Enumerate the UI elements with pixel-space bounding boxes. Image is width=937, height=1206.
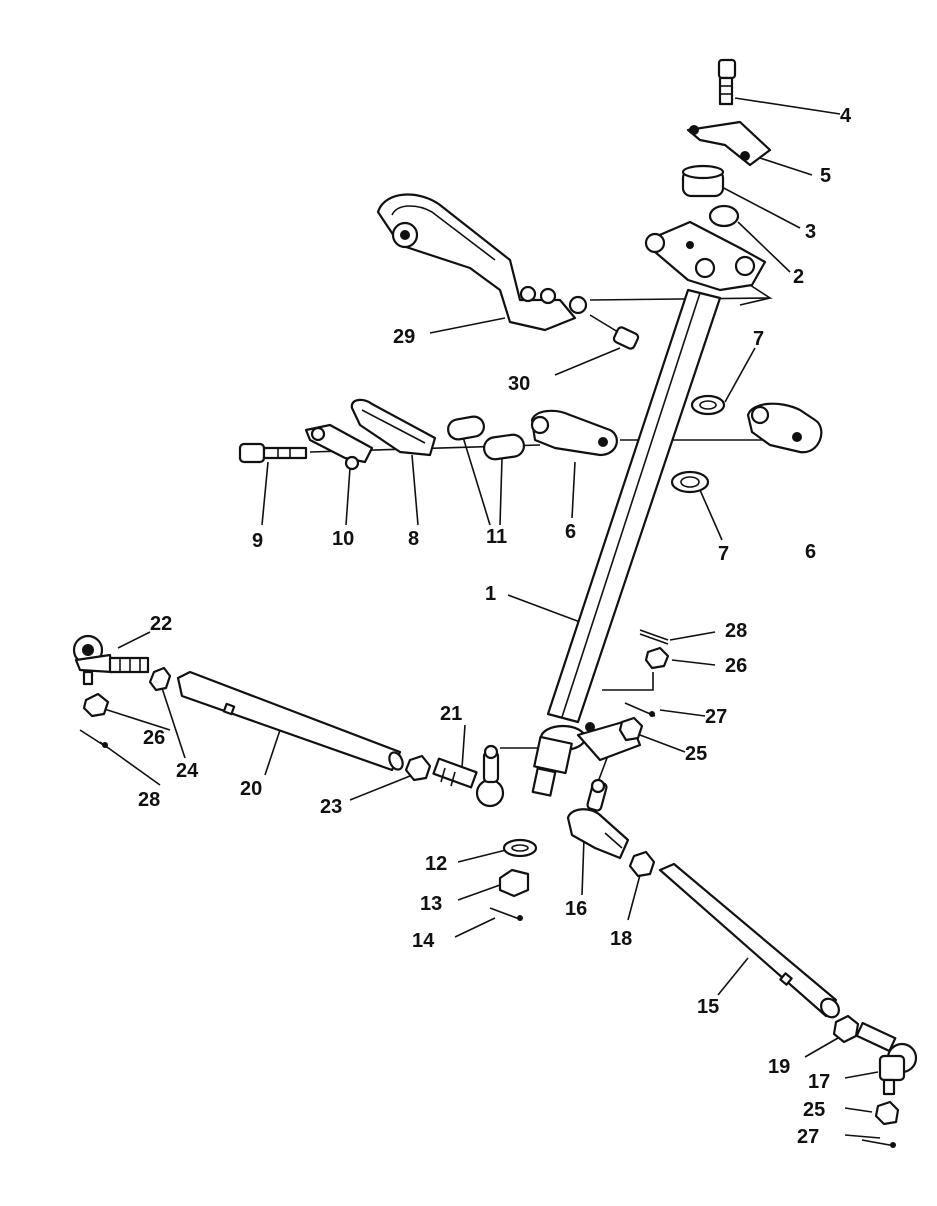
callout-10: 10 [332, 528, 354, 550]
callout-6-left: 6 [565, 521, 576, 543]
callout-28-right: 28 [725, 620, 747, 642]
top-bracket-assembly [644, 58, 772, 292]
callout-28-left: 28 [138, 789, 160, 811]
callout-9: 9 [252, 530, 263, 552]
callout-23: 23 [320, 796, 342, 818]
callout-27-bottom: 27 [797, 1126, 819, 1148]
callout-1: 1 [485, 583, 496, 605]
callout-18: 18 [610, 928, 632, 950]
callout-4: 4 [840, 105, 852, 127]
callout-30: 30 [508, 373, 530, 395]
callout-16: 16 [565, 898, 587, 920]
callout-24: 24 [176, 760, 199, 782]
callout-7-bottom: 7 [718, 543, 729, 565]
callout-20: 20 [240, 778, 262, 800]
callout-21: 21 [440, 703, 462, 725]
callout-3: 3 [805, 221, 816, 243]
pedal-lever-assembly [376, 193, 640, 350]
callout-2: 2 [793, 266, 804, 288]
callout-13: 13 [420, 893, 442, 915]
callout-25-bottom: 25 [803, 1099, 825, 1121]
callout-5: 5 [820, 165, 831, 187]
callout-labels: 4 5 3 2 29 30 7 9 10 8 11 6 7 6 1 22 28 … [138, 105, 852, 1148]
right-tie-rod-assembly [566, 629, 918, 1148]
callout-17: 17 [808, 1071, 830, 1093]
callout-26-right: 26 [725, 655, 747, 677]
callout-25-mid: 25 [685, 743, 707, 765]
callout-6-right: 6 [805, 541, 816, 563]
callout-11: 11 [486, 526, 507, 548]
callout-14: 14 [412, 930, 435, 952]
callout-15: 15 [697, 996, 719, 1018]
callout-26-left: 26 [143, 727, 165, 749]
left-tie-rod-assembly [72, 634, 505, 808]
callout-29: 29 [393, 326, 415, 348]
callout-19: 19 [768, 1056, 790, 1078]
steering-column [531, 288, 722, 797]
callout-7-top: 7 [753, 328, 764, 350]
callout-12: 12 [425, 853, 447, 875]
callout-22: 22 [150, 613, 172, 635]
small-hardware [489, 838, 538, 921]
callout-27-mid: 27 [705, 706, 727, 728]
linkage-row [238, 394, 823, 494]
callout-8: 8 [408, 528, 419, 550]
